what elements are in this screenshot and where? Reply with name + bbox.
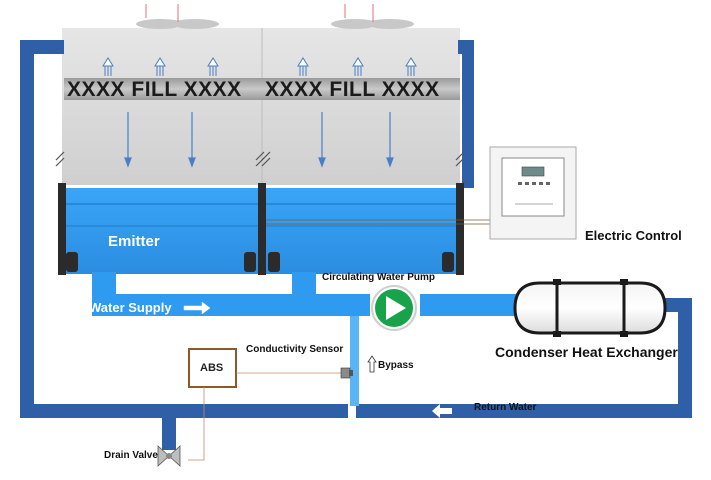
pump-icon (371, 285, 417, 331)
basin-frame (58, 183, 464, 275)
abs-label: ABS (200, 362, 224, 374)
fill-media-left (64, 78, 262, 100)
emitter-label: Emitter (108, 233, 160, 250)
arrow-icon (124, 112, 394, 168)
drain-valve-label: Drain Valve (104, 450, 158, 461)
valve-icon (157, 445, 181, 467)
water-supply-label: Water Supply (89, 300, 172, 315)
fill-label-left: XXXX FILL XXXX (67, 78, 242, 101)
condenser-heat-exchanger (513, 279, 667, 337)
fill-media-right (262, 78, 460, 100)
arrow-icon (183, 301, 211, 315)
fan-icon (331, 4, 414, 29)
supply-pipe (92, 272, 660, 316)
arrow-icon (102, 57, 417, 76)
bypass-label: Bypass (378, 360, 414, 371)
return-water-label: Return Water (474, 402, 537, 413)
louver-lines (55, 151, 465, 167)
drain-pipe (162, 416, 176, 450)
control-wires (266, 219, 492, 225)
electric-control-label: Electric Control (585, 228, 682, 243)
bypass-pipe (350, 316, 359, 406)
sensor-wires (188, 372, 341, 461)
abs-sensor-box (188, 348, 237, 388)
arrow-icon (432, 404, 452, 418)
fill-label-right: XXXX FILL XXXX (265, 78, 440, 101)
electric-control-box (489, 146, 577, 240)
fan-icon (136, 4, 219, 29)
conductivity-sensor-label: Conductivity Sensor (246, 344, 344, 355)
condenser-label: Condenser Heat Exchanger (495, 344, 678, 360)
conductivity-sensor-probe (340, 367, 353, 379)
circulating-pump-label: Circulating Water Pump (322, 272, 435, 283)
arrow-icon (367, 355, 377, 373)
